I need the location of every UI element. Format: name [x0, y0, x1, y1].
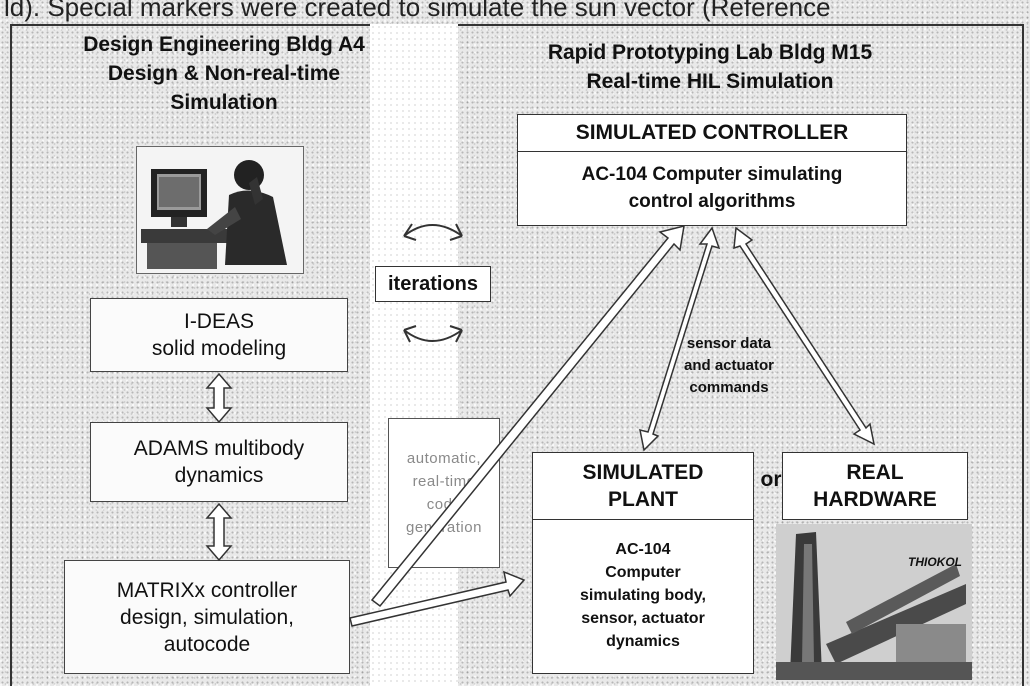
plant-body-line-4: sensor, actuator — [581, 609, 705, 627]
simulated-controller-box: SIMULATED CONTROLLER AC-104 Computer sim… — [517, 114, 907, 226]
engineer-at-computer-image — [136, 146, 304, 274]
ideas-box-line-2: solid modeling — [151, 337, 287, 360]
plant-title-line-1: SIMULATED — [582, 461, 704, 484]
plant-body-line-5: dynamics — [606, 632, 680, 650]
controller-body-line-2: control algorithms — [628, 191, 796, 212]
iteration-curved-arrow-bottom — [403, 325, 463, 343]
plant-body-line-1: AC-104 — [615, 540, 671, 558]
real-hardware-title-box: REAL HARDWARE — [782, 452, 968, 520]
ideas-solid-modeling-box: I-DEAS solid modeling — [90, 298, 348, 372]
hardware-title-line-2: HARDWARE — [813, 488, 937, 511]
sensor-label-line-2: and actuator — [683, 357, 774, 374]
simulated-controller-title: SIMULATED CONTROLLER — [518, 115, 906, 152]
plant-body-line-3: simulating body, — [580, 586, 706, 604]
arrow-matrixx-to-plant — [349, 570, 526, 627]
left-heading-line-2: Design & Non-real-time — [107, 62, 341, 85]
controller-body-line-1: AC-104 Computer simulating — [581, 164, 843, 185]
center-divider-strip — [370, 24, 458, 686]
matrixx-box-line-2: design, simulation, — [120, 605, 294, 629]
right-heading-line-2: Real-time HIL Simulation — [586, 70, 834, 93]
right-panel-heading: Rapid Prototyping Lab Bldg M15 Real-time… — [470, 38, 950, 96]
simulated-plant-box: SIMULATED PLANT AC-104 Computer simulati… — [532, 452, 754, 674]
left-heading-line-1: Design Engineering Bldg A4 — [83, 33, 365, 56]
sensor-data-actuator-commands-label: sensor data and actuator commands — [666, 333, 792, 399]
arrow-autocode-to-controller — [370, 224, 685, 608]
thiokol-logo-text: THIOKOL — [908, 555, 962, 569]
simulated-controller-body: AC-104 Computer simulating control algor… — [518, 152, 906, 224]
double-arrow-ideas-adams — [205, 372, 233, 424]
auto-box-line-2: real-time — [412, 473, 476, 490]
left-heading-line-3: Simulation — [170, 91, 278, 114]
simulated-plant-body: AC-104 Computer simulating body, sensor,… — [533, 520, 753, 670]
sensor-label-line-1: sensor data — [686, 335, 772, 352]
matrixx-box-line-3: autocode — [163, 632, 251, 656]
sensor-label-line-3: commands — [689, 379, 769, 396]
or-label: or — [760, 468, 782, 491]
auto-box-line-1: automatic, — [406, 450, 482, 467]
real-hardware-photo: THIOKOL — [776, 524, 972, 680]
double-arrow-adams-matrixx — [205, 502, 233, 562]
plant-body-line-2: Computer — [605, 563, 681, 581]
arrow-controller-to-hardware — [733, 226, 876, 446]
right-heading-line-1: Rapid Prototyping Lab Bldg M15 — [547, 41, 873, 64]
iteration-curved-arrow-top — [403, 223, 463, 241]
caption-text-fragment: ld). Special markers were created to sim… — [4, 0, 831, 22]
adams-multibody-dynamics-box: ADAMS multibody dynamics — [90, 422, 348, 502]
hardware-title-line-1: REAL — [846, 461, 904, 484]
adams-box-line-2: dynamics — [174, 464, 264, 487]
simulated-plant-title: SIMULATED PLANT — [533, 453, 753, 520]
plant-title-line-2: PLANT — [608, 488, 678, 511]
arrow-controller-to-plant — [639, 226, 721, 452]
adams-box-line-1: ADAMS multibody — [133, 437, 305, 460]
iterations-label-box: iterations — [375, 266, 491, 302]
matrixx-box-line-1: MATRIXx controller — [116, 578, 298, 602]
ideas-box-line-1: I-DEAS — [183, 310, 254, 333]
left-panel-heading: Design Engineering Bldg A4 Design & Non-… — [22, 30, 426, 117]
matrixx-controller-design-box: MATRIXx controller design, simulation, a… — [64, 560, 350, 674]
